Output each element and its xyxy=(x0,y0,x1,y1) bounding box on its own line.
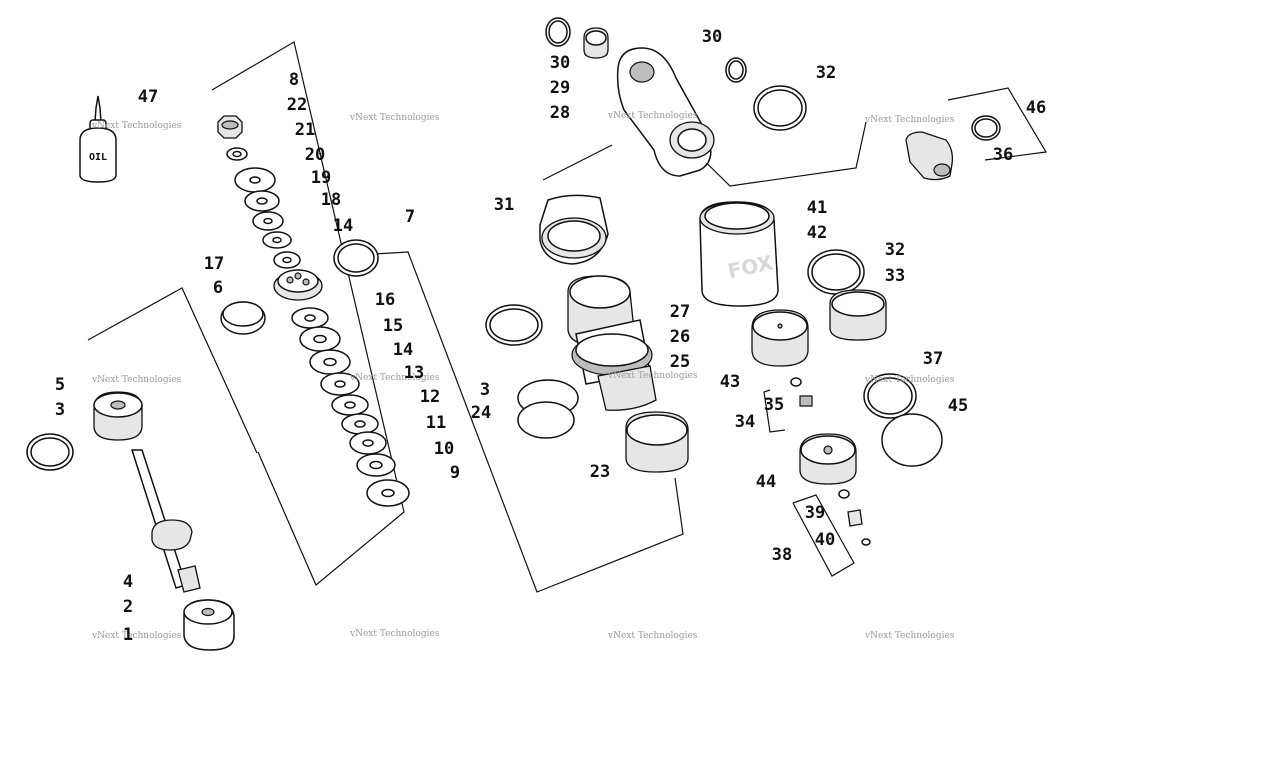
group-bracket-reservoir-valve xyxy=(947,87,1047,161)
callout-label-11: 11 xyxy=(426,413,446,433)
callout-label-36: 36 xyxy=(993,145,1013,165)
callout-label-30: 30 xyxy=(702,27,722,47)
callout-label-46: 46 xyxy=(1026,98,1046,118)
callout-label-31: 31 xyxy=(494,195,514,215)
callout-label-45: 45 xyxy=(948,396,968,416)
watermark: vNext Technologies xyxy=(864,375,955,385)
callout-label-23: 23 xyxy=(590,462,610,482)
watermark: vNext Technologies xyxy=(349,113,440,123)
oil-bottle-label: OIL xyxy=(89,152,107,163)
piston-stack-parts xyxy=(217,115,410,507)
callout-label-3: 3 xyxy=(55,400,65,420)
shaft-assembly-parts xyxy=(26,391,235,651)
callout-label-28: 28 xyxy=(550,103,570,123)
callout-label-44: 44 xyxy=(756,472,776,492)
group-bracket-34 xyxy=(763,389,786,433)
callout-label-35: 35 xyxy=(764,395,784,415)
callout-label-37: 37 xyxy=(923,349,943,369)
group-bracket-piston-stack xyxy=(211,41,405,586)
group-bracket-38 xyxy=(792,494,855,577)
oil-bottle-part-47: OIL xyxy=(79,95,117,183)
watermark: vNext Technologies xyxy=(349,629,440,639)
callout-label-18: 18 xyxy=(321,190,341,210)
watermark: vNext Technologies xyxy=(607,631,698,641)
watermark: vNext Technologies xyxy=(349,373,440,383)
callout-label-2: 2 xyxy=(123,597,133,617)
callout-label-33: 33 xyxy=(885,266,905,286)
callout-label-16: 16 xyxy=(375,290,395,310)
reservoir-parts: FOX xyxy=(699,115,1001,546)
watermark: vNext Technologies xyxy=(607,371,698,381)
watermark-group: vNext Technologies vNext Technologies vN… xyxy=(91,111,955,641)
watermark: vNext Technologies xyxy=(864,115,955,125)
callout-label-8: 8 xyxy=(289,70,299,90)
callout-label-17: 17 xyxy=(204,254,224,274)
watermark: vNext Technologies xyxy=(864,631,955,641)
callout-label-14: 14 xyxy=(333,216,353,236)
callout-label-42: 42 xyxy=(807,223,827,243)
watermark: vNext Technologies xyxy=(607,111,698,121)
callout-label-1: 1 xyxy=(123,625,133,645)
body-tube-parts xyxy=(485,275,689,473)
callout-label-32: 32 xyxy=(816,63,836,83)
callout-label-32: 32 xyxy=(885,240,905,260)
callout-label-30: 30 xyxy=(550,53,570,73)
callout-label-12: 12 xyxy=(420,387,440,407)
callout-label-20: 20 xyxy=(305,145,325,165)
callout-label-7: 7 xyxy=(405,207,415,227)
watermark: vNext Technologies xyxy=(91,375,182,385)
callout-label-43: 43 xyxy=(720,372,740,392)
callout-label-24: 24 xyxy=(471,403,491,423)
group-bracket-shaft xyxy=(87,287,258,454)
callout-label-15: 15 xyxy=(383,316,403,336)
watermark: vNext Technologies xyxy=(91,631,182,641)
callout-label-14: 14 xyxy=(393,340,413,360)
callout-label-6: 6 xyxy=(213,278,223,298)
callout-label-5: 5 xyxy=(55,375,65,395)
callout-label-38: 38 xyxy=(772,545,792,565)
callout-label-26: 26 xyxy=(670,327,690,347)
callout-label-3: 3 xyxy=(480,380,490,400)
callout-label-13: 13 xyxy=(404,363,424,383)
callout-label-19: 19 xyxy=(311,168,331,188)
callout-label-4: 4 xyxy=(123,572,133,592)
callout-label-21: 21 xyxy=(295,120,315,140)
callout-label-10: 10 xyxy=(434,439,454,459)
callout-label-47: 47 xyxy=(138,87,158,107)
callout-label-39: 39 xyxy=(805,503,825,523)
callout-label-25: 25 xyxy=(670,352,690,372)
callout-label-22: 22 xyxy=(287,95,307,115)
callout-label-41: 41 xyxy=(807,198,827,218)
callout-label-29: 29 xyxy=(550,78,570,98)
callout-label-34: 34 xyxy=(735,412,755,432)
callout-label-27: 27 xyxy=(670,302,690,322)
callout-label-40: 40 xyxy=(815,530,835,550)
watermark: vNext Technologies xyxy=(91,121,182,131)
callout-label-9: 9 xyxy=(450,463,460,483)
body-eyelet-parts xyxy=(539,17,807,265)
